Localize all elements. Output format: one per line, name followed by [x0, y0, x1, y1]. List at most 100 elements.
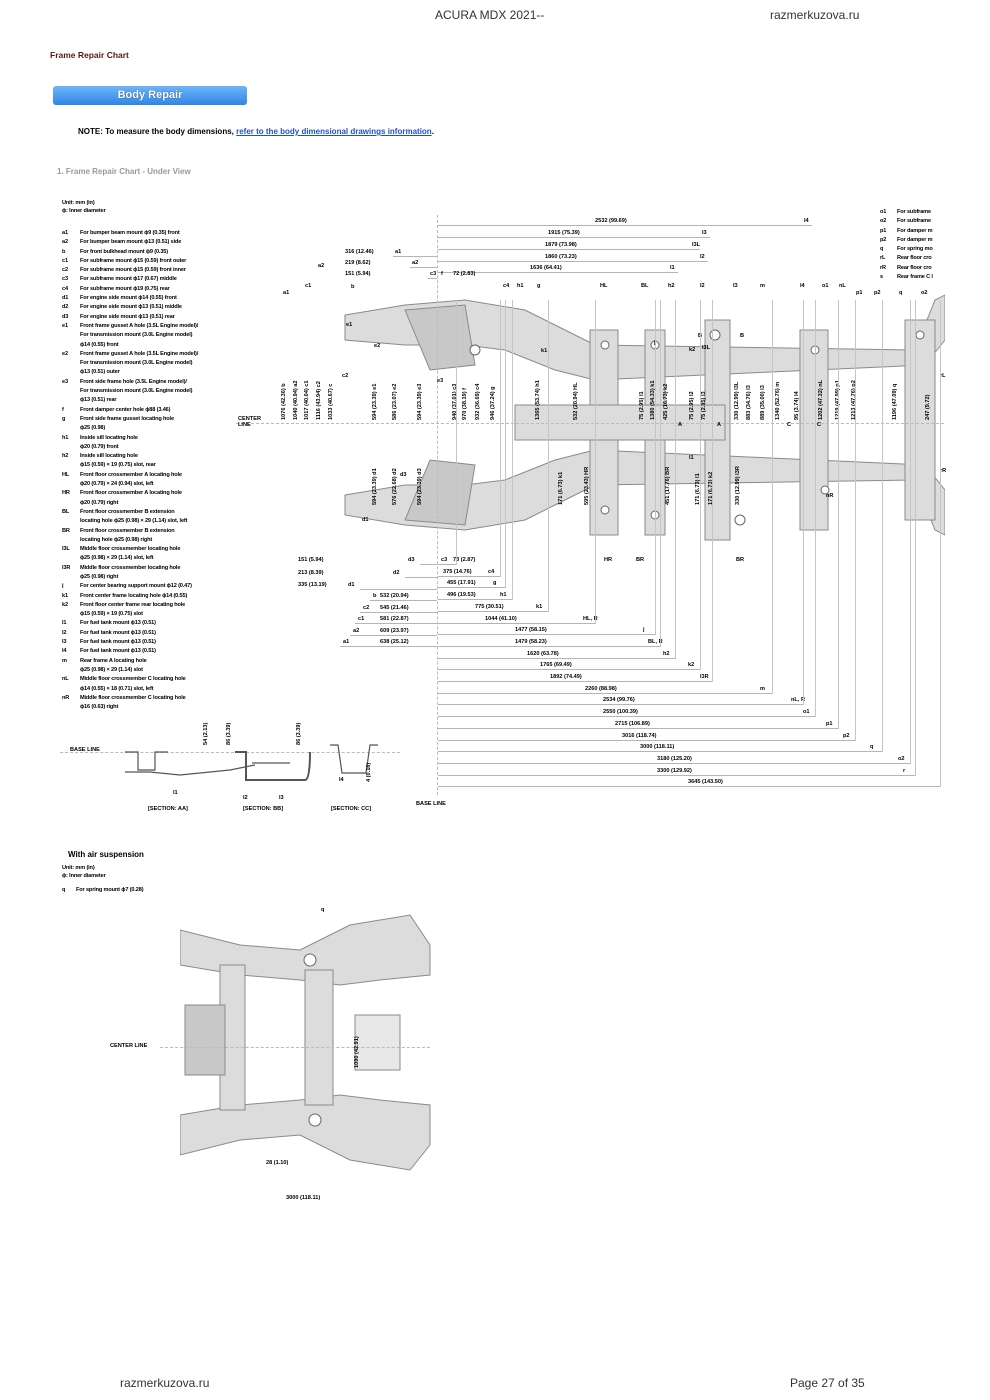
legend-text: For fuel tank mount ϕ13 (0.51): [80, 629, 156, 636]
dimension-line: [438, 237, 710, 238]
vertical-dimension: 576 (22.68) d2: [392, 468, 398, 505]
point-label: nL: [839, 283, 846, 289]
dimension-value: 73 (2.87): [453, 557, 476, 563]
dimension-value: 219 (8.62): [345, 260, 371, 266]
extension-line: [512, 300, 513, 601]
legend-key: o1: [880, 209, 887, 215]
vertical-dimension: 1340 (52.76) m: [775, 381, 781, 420]
dimension-value: 775 (30.51): [475, 603, 504, 610]
vertical-dimension: 247 (9.72): [925, 394, 931, 421]
dimension-target: l4: [804, 218, 809, 224]
legend-text: Middle floor crossmember C locating hole…: [80, 694, 186, 711]
dim-section-aa: 54 (2.13): [203, 722, 209, 745]
air-label-q: q: [321, 907, 325, 913]
vertical-dimension: 946 (37.24) g: [490, 386, 496, 420]
dimension-line: [438, 634, 655, 636]
vertical-dimension: 586 (23.07) e2: [392, 383, 398, 420]
point-label: e2: [374, 343, 381, 349]
dimension-target: k2: [688, 662, 695, 669]
legend-text: Front floor crossmember A locating hole …: [80, 490, 182, 506]
dimension-line: [438, 762, 910, 764]
point-label: e3: [437, 378, 444, 384]
dimension-line: [438, 786, 940, 788]
body-dimensions-link[interactable]: refer to the body dimensional drawings i…: [236, 127, 432, 136]
dimension-target: c3: [430, 271, 437, 277]
page-number: Page 27 of 35: [790, 1376, 865, 1390]
dimension-value: 72 (2.83): [453, 271, 476, 277]
dimension-value: 609 (23.97): [380, 628, 409, 634]
point-label: k2: [689, 347, 696, 353]
dimension-target: l3: [702, 230, 707, 236]
legend-text: For subframe mount ϕ17 (0.67) middle: [80, 276, 177, 283]
dimension-line: [370, 600, 437, 601]
dimension-line: [438, 272, 678, 273]
legend-key: HL: [62, 471, 70, 478]
air-suspension-diagram: [180, 914, 431, 1171]
extension-line: [910, 300, 911, 764]
point-label: j: [654, 340, 656, 346]
vertical-dimension: 970 (38.19) f: [462, 387, 468, 420]
vertical-dimension: 1017 (40.04) c1: [304, 380, 310, 421]
legend-key: d2: [62, 304, 69, 311]
dimension-line: [438, 704, 803, 706]
note-prefix: NOTE: To measure the body dimensions,: [78, 127, 237, 136]
point-label: p1: [856, 290, 863, 296]
vertical-dimension: 532 (20.94) HL: [573, 382, 579, 420]
legend-key: c1: [62, 257, 68, 264]
dimension-target: q: [870, 744, 874, 751]
legend-key: p2: [880, 236, 887, 243]
air-legend-key: q: [62, 887, 66, 893]
legend-key: q: [880, 246, 884, 253]
legend-text: For bumper beam mount ϕ9 (0.35) front: [80, 230, 180, 236]
point-label: b: [351, 284, 355, 290]
dimension-line: [438, 727, 838, 729]
dim-section-cc: 4 (0.16): [366, 762, 372, 782]
extension-line: [838, 300, 839, 729]
extension-line: [915, 300, 916, 776]
dimension-target: h2: [663, 650, 670, 657]
legend-key: l4: [62, 648, 67, 655]
dimension-target: o2: [898, 755, 905, 762]
point-label: m: [760, 283, 765, 289]
vertical-dimension: 75 (2.95) l1: [639, 391, 645, 420]
point-label: l4: [800, 283, 805, 289]
point-label: l2: [700, 283, 705, 289]
legend-text: Front floor crossmember B extension loca…: [80, 508, 188, 525]
dimension-value: 638 (25.12): [380, 639, 409, 645]
legend-key: p1: [880, 227, 887, 234]
point-label: BR: [636, 557, 645, 563]
section-bb-label: [SECTION: BB]: [243, 806, 284, 812]
legend-text: Front floor crossmember B extension loca…: [80, 527, 175, 543]
vertical-dimension: 171 (6.73) k1: [558, 471, 564, 505]
dimension-value: 1479 (58.23): [515, 638, 547, 645]
dimension-line: [360, 589, 437, 590]
legend-text: For front bulkhead mount ϕ9 (0.35): [80, 248, 168, 255]
legend-text: Front center frame locating hole ϕ14 (0.…: [80, 592, 188, 599]
vertical-dimension: 594 (23.39) e1: [372, 383, 378, 420]
dimension-line: [438, 610, 548, 612]
legend-text: For subframe mount ϕ15 (0.59) front inne…: [80, 267, 186, 274]
point-label: c1: [305, 283, 312, 289]
point-label: nR: [826, 493, 834, 499]
vertical-dimension: 1202 (47.32) nL: [818, 379, 824, 420]
label-l3: l3: [279, 795, 284, 801]
dimension-target: l3R: [700, 674, 709, 680]
dimension-target: d1: [348, 582, 355, 588]
body-repair-button[interactable]: Body Repair: [53, 86, 247, 105]
vertical-dimension: 940 (37.01) c3: [452, 383, 458, 420]
point-label: HR: [604, 557, 613, 563]
site-name: razmerkuzova.ru: [770, 8, 860, 22]
extension-line: [882, 300, 883, 753]
front-damper: [404, 304, 476, 371]
